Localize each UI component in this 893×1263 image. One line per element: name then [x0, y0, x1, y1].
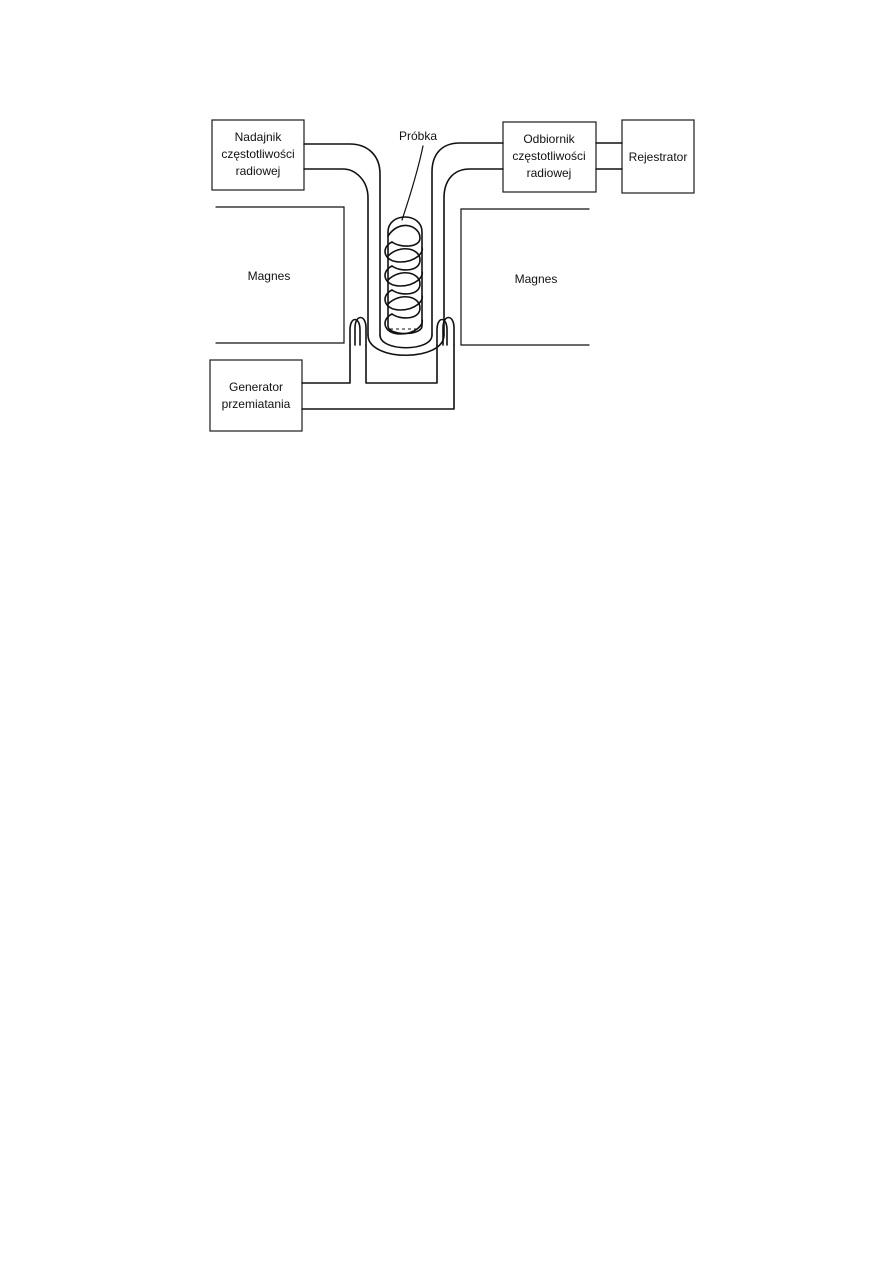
receiver-label-line3: radiowej: [527, 166, 572, 180]
rf-coil-loop-2: [384, 241, 424, 263]
rf-coil-loop-3: [387, 248, 421, 271]
rf-coil-loop-5: [387, 272, 421, 295]
transmitter-label-line2: częstotliwości: [221, 147, 294, 161]
sweep-coil-left: [349, 316, 367, 346]
sweep-generator-box: [209, 359, 303, 432]
magnet-left-label: Magnes: [248, 269, 291, 283]
receiver-wire-lower: [443, 168, 504, 336]
sweep-coil-left-loop-2: [354, 316, 367, 346]
sample-leader-line: [401, 145, 424, 221]
u-loop-wire: [367, 334, 445, 357]
receiver-label-line1: Odbiornik: [523, 132, 575, 146]
rf-coil-loop-4: [384, 265, 424, 287]
sweep-wire-middle: [365, 344, 438, 384]
u-loop-wire-inner: [379, 334, 433, 349]
sweep-coil-right-loop: [436, 318, 448, 346]
sweep-generator-label-line1: Generator: [229, 380, 283, 394]
rf-coil-loop-8: [384, 313, 424, 335]
recorder-label: Rejestrator: [629, 150, 688, 164]
receiver-wire-upper: [431, 142, 504, 336]
sweep-coil-right: [436, 316, 455, 346]
magnet-right-outline: [460, 208, 590, 346]
sweep-coil-left-loop: [349, 318, 361, 346]
receiver-label-line2: częstotliwości: [512, 149, 585, 163]
magnet-right-label: Magnes: [515, 272, 558, 286]
sample-tube: [387, 216, 423, 335]
transmitter-wire-lower: [303, 168, 369, 336]
rf-coil-loop-7: [387, 296, 421, 319]
rf-coil: [384, 224, 424, 335]
sweep-wire-lower: [301, 344, 455, 410]
sample-label: Próbka: [399, 129, 437, 143]
rf-coil-loop-1: [387, 224, 421, 247]
transmitter-box: [211, 119, 305, 191]
sweep-wire-upper: [301, 344, 351, 384]
rf-coil-loop-6: [384, 289, 424, 311]
transmitter-label-line1: Nadajnik: [235, 130, 283, 144]
magnet-left-outline: [215, 206, 345, 344]
transmitter-wire-upper: [303, 143, 381, 336]
sweep-coil-right-loop-2: [442, 316, 455, 346]
transmitter-label-line3: radiowej: [236, 164, 281, 178]
sweep-generator-label-line2: przemiatania: [222, 397, 291, 411]
receiver-box: [502, 121, 597, 193]
recorder-box: [621, 119, 695, 194]
